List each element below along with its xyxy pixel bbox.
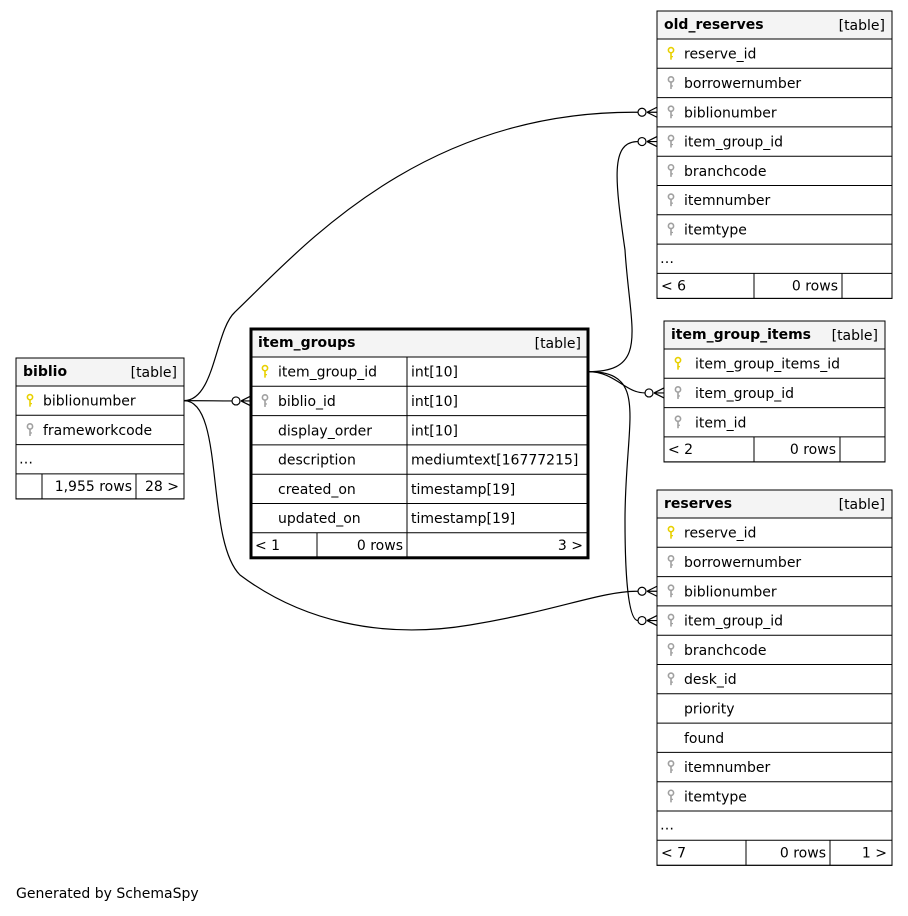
footer-children-link[interactable]: 1 > <box>862 845 887 861</box>
footer-row-count: 0 rows <box>780 845 826 861</box>
column-name: display_order <box>278 423 372 439</box>
column-type: timestamp[19] <box>411 482 515 498</box>
footer-children-link[interactable]: 28 > <box>145 479 179 495</box>
column-name: itemnumber <box>684 760 771 776</box>
foreign-key-icon <box>667 613 675 627</box>
table-item_groups: item_groups [table] item_group_id int[10] bi… <box>249 327 590 560</box>
column-name: borrowernumber <box>684 76 801 92</box>
primary-key-icon <box>26 393 34 407</box>
primary-key-icon <box>667 525 675 539</box>
table-type-label: [table] <box>832 328 878 344</box>
relationship-edge <box>183 400 658 631</box>
footer-parents-link[interactable]: < 7 <box>661 845 686 861</box>
foreign-key-icon <box>674 386 682 399</box>
foreign-key-icon <box>667 555 675 568</box>
primary-key-icon <box>674 356 682 370</box>
column-name: found <box>684 731 724 747</box>
footer-parents-link[interactable]: < 2 <box>668 442 693 458</box>
relationship-edges <box>183 106 665 631</box>
foreign-key-icon <box>667 584 675 598</box>
relationship-edge <box>587 371 658 627</box>
footer-row-count: 1,955 rows <box>55 479 132 495</box>
column-name: item_group_items_id <box>695 357 840 373</box>
column-type: timestamp[19] <box>411 511 515 527</box>
foreign-key-icon <box>667 163 675 177</box>
footer-parents-link[interactable]: < 6 <box>661 278 686 294</box>
tables-layer: biblio [table] biblionumber frameworkcode … 1… <box>15 10 893 866</box>
column-name: branchcode <box>684 164 766 180</box>
column-name: description <box>278 453 356 469</box>
column-name: biblio_id <box>278 394 336 410</box>
footer-row-count: 0 rows <box>790 442 836 458</box>
relationship-edge <box>183 106 658 402</box>
column-type: int[10] <box>411 423 458 439</box>
column-name: item_group_id <box>684 614 783 630</box>
column-name: itemtype <box>684 222 747 238</box>
table-item_group_items: item_group_items [table] item_group_items_… <box>663 320 886 463</box>
column-name: priority <box>684 701 735 717</box>
table-biblio: biblio [table] biblionumber frameworkcode … 1… <box>15 357 185 500</box>
footer-children-link[interactable]: 3 > <box>558 538 583 554</box>
foreign-key-icon <box>667 76 675 89</box>
foreign-key-icon <box>667 672 675 686</box>
column-name: frameworkcode <box>43 423 152 439</box>
footer-row-count: 0 rows <box>357 538 403 554</box>
column-type: int[10] <box>411 365 458 381</box>
column-name: reserve_id <box>684 47 756 63</box>
foreign-key-icon <box>667 642 675 656</box>
relationship-edge <box>587 136 658 373</box>
column-name: itemnumber <box>684 193 771 209</box>
foreign-key-icon <box>667 134 675 148</box>
column-name: itemtype <box>684 789 747 805</box>
column-name: updated_on <box>278 511 361 527</box>
foreign-key-icon <box>667 222 675 236</box>
footer-parents-link[interactable]: < 1 <box>255 538 280 554</box>
primary-key-icon <box>667 46 675 60</box>
table-title: biblio <box>23 364 67 380</box>
column-name: biblionumber <box>43 394 136 410</box>
table-type-label: [table] <box>839 497 885 513</box>
column-name: created_on <box>278 482 356 498</box>
foreign-key-icon <box>667 193 675 207</box>
table-title: reserves <box>664 496 732 512</box>
column-name: biblionumber <box>684 584 777 600</box>
table-title: item_group_items <box>671 327 811 343</box>
table-type-label: [table] <box>535 336 581 352</box>
table-title: item_groups <box>258 335 355 351</box>
foreign-key-icon <box>667 760 675 774</box>
primary-key-icon <box>261 364 269 378</box>
foreign-key-icon <box>26 423 34 436</box>
footer-row-count: 0 rows <box>792 278 838 294</box>
more-columns-ellipsis: … <box>660 251 674 267</box>
relationship-edge <box>183 395 252 407</box>
foreign-key-icon <box>667 105 675 119</box>
column-name: item_id <box>695 415 746 431</box>
table-reserves: reserves [table] reserve_id borrowernumber b… <box>656 489 893 866</box>
column-name: biblionumber <box>684 105 777 121</box>
relationship-edge <box>587 371 665 399</box>
column-type: mediumtext[16777215] <box>411 453 578 469</box>
more-columns-ellipsis: … <box>660 818 674 834</box>
table-old_reserves: old_reserves [table] reserve_id borrowernum… <box>656 10 893 299</box>
table-type-label: [table] <box>131 365 177 381</box>
table-title: old_reserves <box>664 17 764 33</box>
foreign-key-icon <box>261 394 269 407</box>
column-name: reserve_id <box>684 526 756 542</box>
table-type-label: [table] <box>839 18 885 34</box>
column-type: int[10] <box>411 394 458 410</box>
foreign-key-icon <box>667 789 675 803</box>
foreign-key-icon <box>674 415 682 429</box>
column-name: branchcode <box>684 643 766 659</box>
column-name: item_group_id <box>684 135 783 151</box>
more-columns-ellipsis: … <box>19 451 33 467</box>
column-name: borrowernumber <box>684 555 801 571</box>
column-name: item_group_id <box>695 386 794 402</box>
column-name: desk_id <box>684 672 737 688</box>
generated-by-footer: Generated by SchemaSpy <box>16 886 199 902</box>
column-name: item_group_id <box>278 365 377 381</box>
